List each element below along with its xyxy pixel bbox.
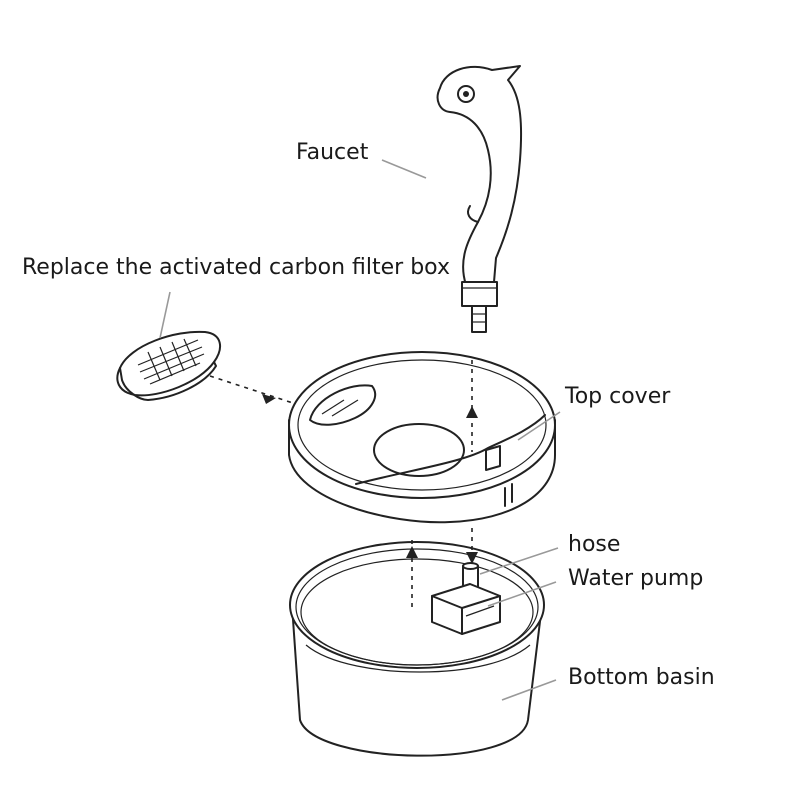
hose-leader [479,547,559,575]
filter-box-part [116,330,222,401]
top-cover-part [288,351,556,524]
filter-leader [159,291,171,339]
filter-insert-arrow [209,375,297,405]
filter-label: Replace the activated carbon filter box [22,255,450,280]
faucet-label: Faucet [296,140,369,165]
water-pump-label: Water pump [568,566,704,591]
faucet-leader [381,159,427,179]
bottom-basin-part [289,541,545,757]
top-cover-leader [517,411,561,441]
water-pump-part [431,562,501,635]
basin-leader [501,679,557,701]
hose-label: hose [568,532,621,557]
pump-leader [487,581,557,607]
faucet-part [436,65,523,333]
bottom-basin-label: Bottom basin [568,665,715,690]
top-cover-label: Top cover [565,384,671,409]
